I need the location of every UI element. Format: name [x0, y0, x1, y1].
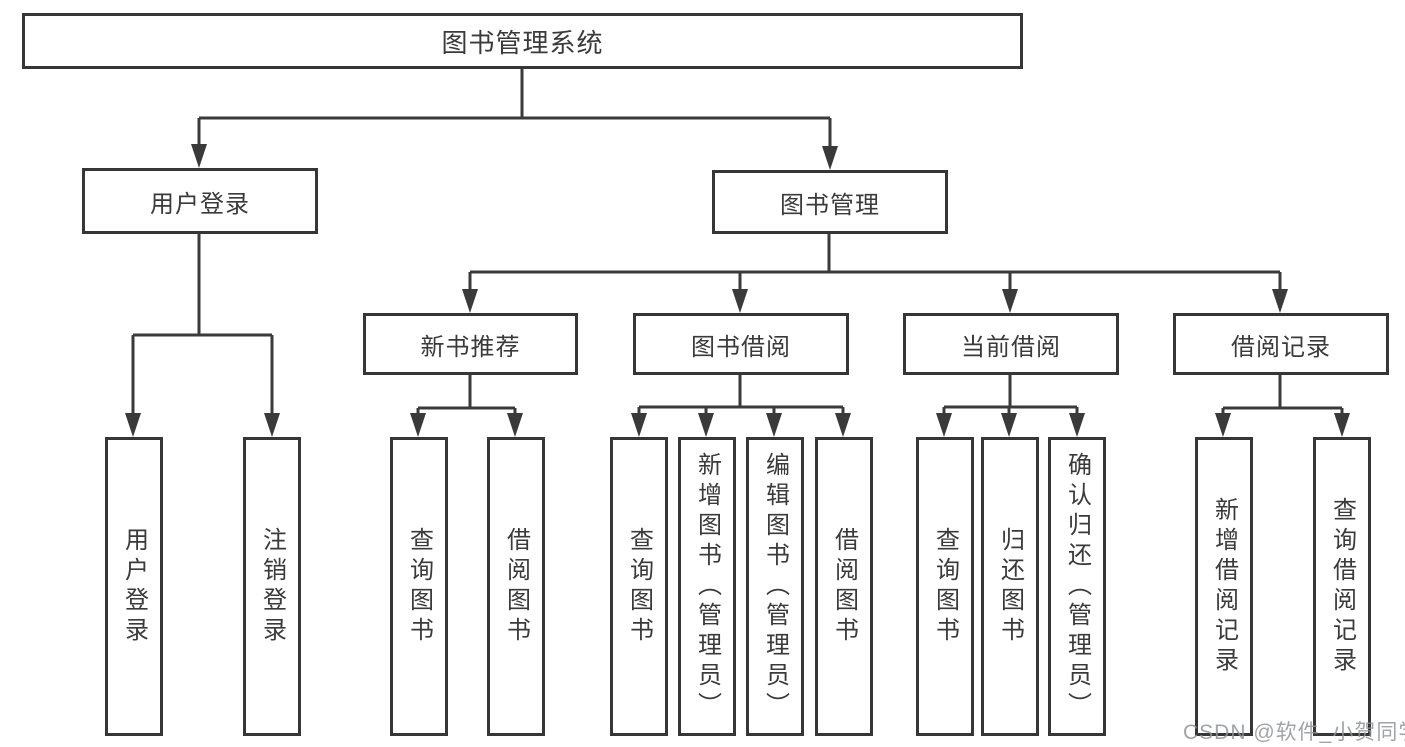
leaf-add-books-admin: 新增图书（管理员）	[678, 437, 736, 736]
leaf-label: 注销登录	[258, 526, 286, 647]
node-book-management: 图书管理	[712, 170, 948, 234]
arrowheads	[125, 144, 1350, 437]
leaf-add-borrow-record: 新增借阅记录	[1195, 437, 1253, 736]
node-library-management-system: 图书管理系统	[22, 13, 1023, 69]
leaf-user-login: 用户登录	[105, 437, 163, 736]
node-label: 新书推荐	[420, 333, 521, 361]
leaf-borrow-books: 借阅图书	[815, 437, 873, 736]
leaf-label: 新增图书（管理员）	[693, 451, 721, 722]
leaf-query-borrow-record: 查询借阅记录	[1313, 437, 1371, 736]
node-new-book-recommend: 新书推荐	[363, 313, 578, 375]
leaf-query-books-borrow: 查询图书	[610, 437, 668, 736]
leaf-query-books-current: 查询图书	[916, 437, 974, 736]
leaf-logout: 注销登录	[243, 437, 301, 736]
node-user-login: 用户登录	[82, 168, 318, 234]
leaf-label: 用户登录	[120, 526, 148, 647]
node-label: 用户登录	[150, 190, 250, 218]
csdn-watermark: CSDN @软件_小贺同学	[1183, 721, 1405, 744]
node-label: 图书管理	[780, 191, 880, 219]
leaf-edit-books-admin: 编辑图书（管理员）	[746, 437, 804, 736]
leaf-query-books-recommend: 查询图书	[390, 437, 448, 736]
node-current-borrow: 当前借阅	[903, 313, 1119, 375]
leaf-label: 查询图书	[625, 526, 653, 647]
leaf-label: 编辑图书（管理员）	[761, 451, 789, 722]
leaf-return-books: 归还图书	[981, 437, 1039, 736]
node-label: 当前借阅	[961, 333, 1061, 361]
leaf-label: 确认归还（管理员）	[1063, 451, 1091, 722]
leaf-label: 查询图书	[931, 526, 959, 647]
leaf-confirm-return-admin: 确认归还（管理员）	[1048, 437, 1106, 736]
node-label: 图书管理系统	[441, 27, 604, 58]
leaf-label: 查询图书	[405, 526, 433, 647]
leaf-label: 借阅图书	[830, 526, 858, 647]
node-book-borrow: 图书借阅	[633, 313, 849, 375]
node-borrow-record: 借阅记录	[1173, 313, 1389, 375]
leaf-label: 查询借阅记录	[1328, 496, 1356, 677]
leaf-borrow-books-recommend: 借阅图书	[487, 437, 545, 736]
leaf-label: 新增借阅记录	[1210, 496, 1238, 677]
leaf-label: 归还图书	[996, 526, 1024, 647]
node-label: 图书借阅	[691, 333, 791, 361]
leaf-label: 借阅图书	[502, 526, 530, 647]
node-label: 借阅记录	[1231, 333, 1331, 361]
